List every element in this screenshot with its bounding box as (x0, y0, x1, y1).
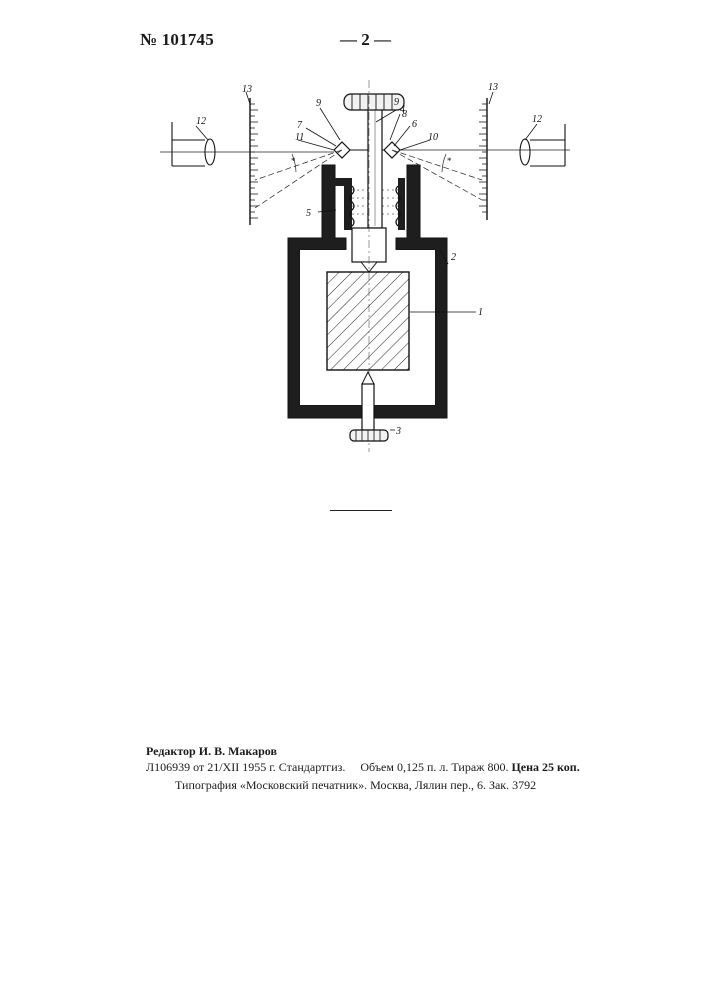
svg-text:*: * (447, 156, 452, 166)
volume-info: Объем 0,125 п. л. Тираж 800. (360, 760, 508, 774)
section-divider (330, 510, 392, 511)
label-6: 6 (412, 119, 417, 130)
label-8: 8 (402, 109, 407, 120)
left-telescope (172, 122, 215, 166)
page-number: — 2 — (340, 30, 391, 50)
label-1: 1 (478, 307, 483, 318)
price: Цена 25 коп. (511, 760, 579, 774)
sample (327, 272, 409, 370)
right-telescope (520, 124, 565, 166)
label-9-right: 9 (394, 97, 399, 108)
label-7: 7 (297, 120, 303, 131)
label-12-left: 12 (196, 116, 206, 127)
anvil-rod (362, 384, 374, 430)
label-13-left: 13 (242, 84, 252, 95)
label-3: 3 (395, 426, 401, 437)
optical-rays (160, 150, 570, 208)
label-5: 5 (306, 208, 311, 219)
svg-text:*: * (291, 156, 296, 166)
label-11: 11 (295, 132, 304, 143)
label-13-right: 13 (488, 82, 498, 93)
label-12-right: 12 (532, 114, 542, 125)
patent-number: № 101745 (140, 30, 214, 50)
printing-house: Типография «Московский печатник». Москва… (175, 778, 536, 793)
editor-line: Редактор И. В. Макаров (146, 744, 277, 759)
order-info: Л106939 от 21/XII 1955 г. Стандартгиз. (146, 760, 345, 774)
label-9-left: 9 (316, 98, 321, 109)
label-10: 10 (428, 132, 438, 143)
technical-drawing: * * 1 2 3 4 5 6 7 8 9 9 10 11 12 12 13 1… (150, 60, 570, 460)
order-line: Л106939 от 21/XII 1955 г. Стандартгиз. О… (146, 760, 580, 775)
label-2: 2 (451, 252, 456, 263)
